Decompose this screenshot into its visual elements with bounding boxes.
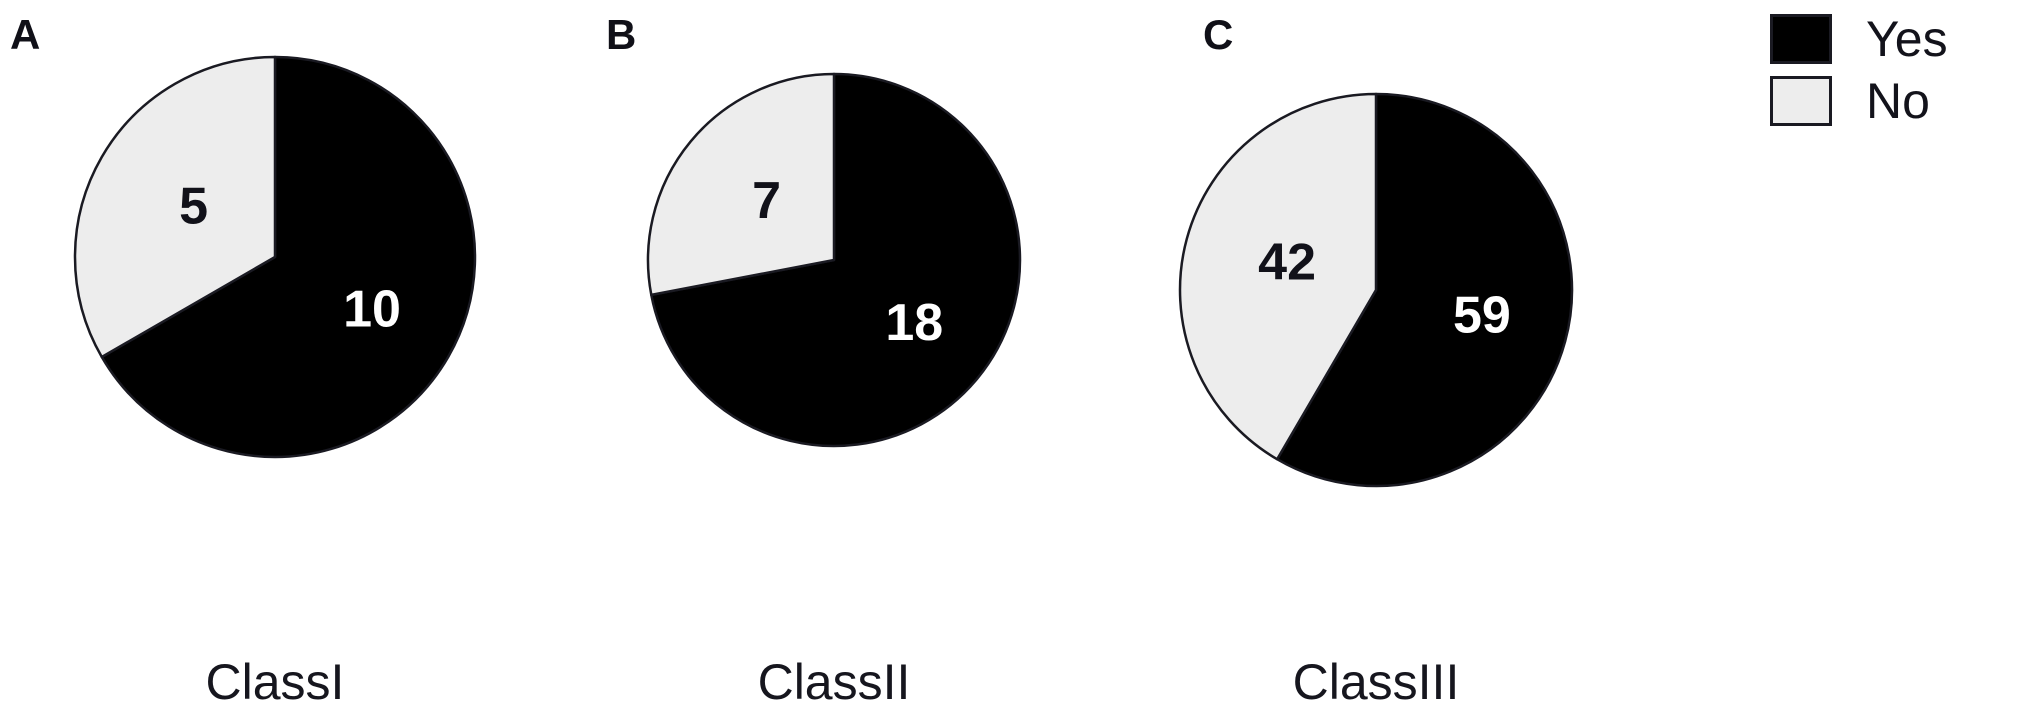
slice-value-no: 42 [1258,234,1316,292]
class-label-c: ClassIII [1292,654,1460,710]
pie-svg-b: 18 7 [646,72,1022,448]
legend-label-yes: Yes [1866,11,1948,67]
slice-value-yes: 10 [343,281,401,339]
slice-value-yes: 59 [1453,286,1511,344]
pie-svg-a: 10 5 [73,55,477,459]
slice-value-no: 5 [179,178,208,236]
pie-slice-yes [650,72,1022,448]
slice-value-yes: 18 [885,294,943,352]
legend-item-no: No [1770,70,2020,132]
pie-chart-b: 18 7 [640,66,1028,454]
legend-swatch-no-icon [1770,76,1832,126]
pie-svg-c: 59 42 [1178,92,1574,488]
pie-chart-c: 59 42 [1172,86,1580,494]
class-label-a: ClassI [205,654,345,710]
panel-letter-b: B [606,11,637,58]
pie-slice-yes [100,55,477,459]
pie-slice-no [73,55,277,359]
class-label-b: ClassII [757,654,911,710]
pie-slice-no [1178,92,1378,461]
legend-label-no: No [1866,73,1930,129]
legend-item-yes: Yes [1770,8,2020,70]
pie-slice-yes [1275,92,1574,488]
slice-value-no: 7 [752,172,781,230]
panel-letter-c: C [1203,11,1234,58]
panel-letter-a: A [10,11,41,58]
legend-swatch-yes-icon [1770,14,1832,64]
legend: Yes No [1770,8,2020,132]
pie-chart-a: 10 5 [67,49,483,465]
pie-slice-no [646,72,836,297]
